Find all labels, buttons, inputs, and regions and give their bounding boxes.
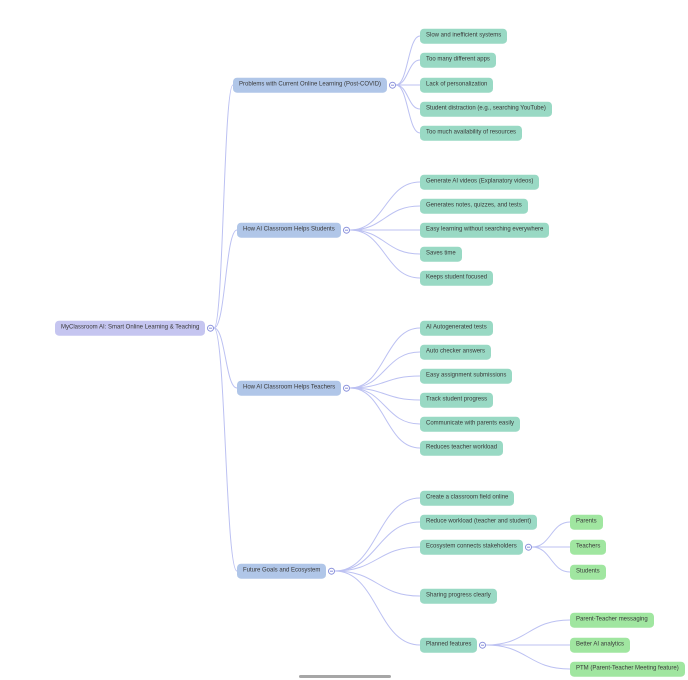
node-label[interactable]: How AI Classroom Helps Students [237, 222, 341, 238]
leaf-node[interactable]: Slow and inefficient systems [420, 28, 508, 44]
leaf-node[interactable]: Saves time [420, 246, 462, 262]
root-node[interactable]: MyClassroom AI: Smart Online Learning & … [55, 320, 215, 336]
node-label[interactable]: PTM (Parent-Teacher Meeting feature) [570, 661, 685, 677]
node-label[interactable]: Better AI analytics [570, 637, 631, 653]
node-label[interactable]: How AI Classroom Helps Teachers [237, 380, 342, 396]
node-label[interactable]: Generate AI videos (Explanatory videos) [420, 174, 540, 190]
node-label[interactable]: Easy assignment submissions [420, 368, 513, 384]
collapse-toggle-icon[interactable] [328, 567, 336, 575]
leaf-node[interactable]: Lack of personalization [420, 77, 494, 93]
leaf-node[interactable]: Too many different apps [420, 52, 496, 68]
leaf-node[interactable]: Teachers [570, 539, 607, 555]
leaf-node[interactable]: Student distraction (e.g., searching You… [420, 101, 552, 117]
node-label[interactable]: Problems with Current Online Learning (P… [233, 77, 388, 93]
node-label[interactable]: Easy learning without searching everywhe… [420, 222, 550, 238]
node-label[interactable]: Too many different apps [420, 52, 496, 68]
node-label[interactable]: Slow and inefficient systems [420, 28, 508, 44]
leaf-node[interactable]: Auto checker answers [420, 344, 492, 360]
node-label[interactable]: AI Autogenerated tests [420, 320, 493, 336]
collapse-toggle-icon[interactable] [479, 641, 487, 649]
node-label[interactable]: Lack of personalization [420, 77, 494, 93]
leaf-node[interactable]: Track student progress [420, 392, 494, 408]
node-label[interactable]: Track student progress [420, 392, 494, 408]
leaf-node[interactable]: AI Autogenerated tests [420, 320, 493, 336]
leaf-node[interactable]: Students [570, 564, 606, 580]
leaf-node[interactable]: Too much availability of resources [420, 125, 523, 141]
leaf-node[interactable]: Easy assignment submissions [420, 368, 513, 384]
branch-node-problems[interactable]: Problems with Current Online Learning (P… [233, 77, 397, 93]
node-label[interactable]: Future Goals and Ecosystem [237, 563, 327, 579]
branch-node-ecosystem[interactable]: Ecosystem connects stakeholders [420, 539, 532, 555]
leaf-node[interactable]: Parents [570, 514, 603, 530]
leaf-node[interactable]: Easy learning without searching everywhe… [420, 222, 550, 238]
branch-node-planned-features[interactable]: Planned features [420, 637, 487, 653]
node-label[interactable]: MyClassroom AI: Smart Online Learning & … [55, 320, 206, 336]
node-label[interactable]: Reduces teacher workload [420, 440, 504, 456]
node-label[interactable]: Planned features [420, 637, 478, 653]
collapse-toggle-icon[interactable] [343, 384, 351, 392]
node-label[interactable]: Sharing progress clearly [420, 588, 497, 604]
node-label[interactable]: Communicate with parents easily [420, 416, 521, 432]
leaf-node[interactable]: Keeps student focused [420, 270, 494, 286]
leaf-node[interactable]: Sharing progress clearly [420, 588, 497, 604]
leaf-node[interactable]: Create a classroom field online [420, 490, 515, 506]
node-label[interactable]: Teachers [570, 539, 607, 555]
node-label[interactable]: Create a classroom field online [420, 490, 515, 506]
node-label[interactable]: Generates notes, quizzes, and tests [420, 198, 528, 214]
node-label[interactable]: Ecosystem connects stakeholders [420, 539, 523, 555]
collapse-toggle-icon[interactable] [342, 226, 350, 234]
node-label[interactable]: Auto checker answers [420, 344, 492, 360]
leaf-node[interactable]: Reduce workload (teacher and student) [420, 514, 538, 530]
leaf-node[interactable]: Reduces teacher workload [420, 440, 504, 456]
node-label[interactable]: Student distraction (e.g., searching You… [420, 101, 552, 117]
horizontal-scrollbar[interactable] [299, 675, 391, 678]
branch-node-students[interactable]: How AI Classroom Helps Students [237, 222, 350, 238]
node-label[interactable]: Reduce workload (teacher and student) [420, 514, 538, 530]
branch-node-teachers[interactable]: How AI Classroom Helps Teachers [237, 380, 351, 396]
leaf-node[interactable]: Generate AI videos (Explanatory videos) [420, 174, 540, 190]
node-label[interactable]: Students [570, 564, 606, 580]
leaf-node[interactable]: Communicate with parents easily [420, 416, 521, 432]
leaf-node[interactable]: Parent-Teacher messaging [570, 612, 654, 628]
leaf-node[interactable]: PTM (Parent-Teacher Meeting feature) [570, 661, 685, 677]
node-label[interactable]: Saves time [420, 246, 462, 262]
collapse-toggle-icon[interactable] [389, 81, 397, 89]
leaf-node[interactable]: Generates notes, quizzes, and tests [420, 198, 528, 214]
collapse-toggle-icon[interactable] [207, 324, 215, 332]
node-label[interactable]: Parent-Teacher messaging [570, 612, 654, 628]
node-label[interactable]: Parents [570, 514, 603, 530]
node-label[interactable]: Too much availability of resources [420, 125, 523, 141]
collapse-toggle-icon[interactable] [524, 543, 532, 551]
leaf-node[interactable]: Better AI analytics [570, 637, 631, 653]
node-label[interactable]: Keeps student focused [420, 270, 494, 286]
branch-node-future[interactable]: Future Goals and Ecosystem [237, 563, 336, 579]
